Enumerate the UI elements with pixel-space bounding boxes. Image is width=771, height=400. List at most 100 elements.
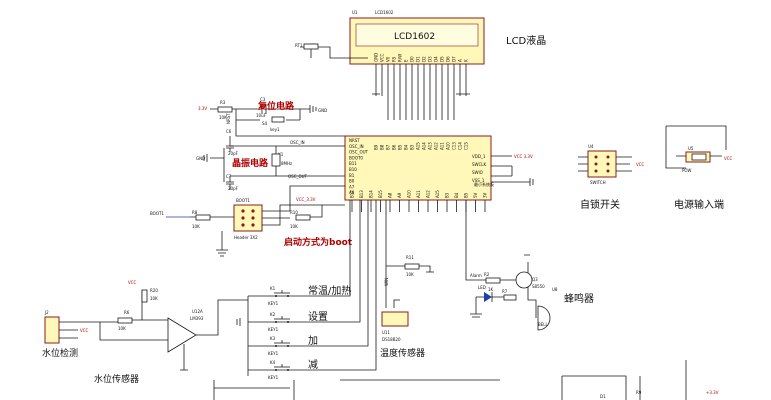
temp-r-ref: R11 — [406, 255, 414, 260]
keys-wires — [247, 200, 377, 376]
mcu-bottom-pin-label: A8 — [388, 192, 393, 198]
reset-r-ref: R3 — [220, 100, 226, 105]
lcd-name: LCD1602 — [394, 32, 435, 42]
mcu-top-pin-label: A15 — [416, 142, 421, 150]
water-r6-ref: R6 — [124, 310, 130, 315]
keys-gnd-symbol — [236, 318, 241, 326]
crystal-c2 — [226, 176, 234, 190]
mcu-bottom-pin-label: B3 — [445, 192, 450, 198]
power-jack-slot — [691, 153, 707, 161]
buzzer-q-part: S8550 — [532, 284, 545, 289]
temp-caption: 温度传感器 — [380, 347, 425, 359]
water-r20-value: 10K — [150, 296, 158, 301]
key-contact-right — [287, 345, 289, 347]
boot-header-pins — [241, 209, 255, 227]
bottom-right-ref1: D1 — [600, 394, 606, 399]
key-caption: 常温/加热 — [308, 284, 351, 297]
reset-c-ref: C3 — [260, 97, 266, 102]
boot-header-circuit: BOOT1 Header 3X2 BOOT1 R8 10K R10 10K VC… — [150, 185, 353, 257]
crystal-osc-out: OSC_OUT — [288, 174, 308, 179]
reset-r-value: 10K — [219, 115, 227, 120]
water-level-circuit: J2 VCC 水位检测 R6 10K VCC R20 10K U12A LM39… — [42, 280, 248, 385]
water-r20-ref: R20 — [150, 288, 158, 293]
key-contact-left — [275, 369, 277, 371]
water-caption-left: 水位检测 — [42, 347, 78, 359]
lcd-pin-label: R/W — [398, 54, 403, 62]
water-r20 — [141, 289, 148, 303]
mcu-left-pin-label: B11 — [349, 161, 357, 166]
water-vcc-left: VCC — [80, 328, 89, 333]
bottom-left-wires — [213, 379, 500, 400]
mcu-top-pin-label: C13 — [452, 142, 457, 150]
buzzer-resistor — [485, 277, 501, 284]
crystal-gnd-label: GND — [196, 156, 205, 161]
rt1-ref: RT1 — [295, 43, 303, 48]
lcd-pin-label: D4 — [434, 56, 439, 62]
temp-u-ref: U11 — [382, 330, 390, 335]
power-wires — [665, 125, 727, 169]
crystal-gnd-wire — [203, 148, 225, 182]
buzzer-wires — [465, 200, 537, 318]
mcu-right-pin-label: VDD_1 — [472, 154, 486, 159]
reset-gnd-label: GND — [318, 108, 327, 113]
lcd-pin-label: GND — [374, 53, 379, 62]
buzzer-net: Alarm — [470, 273, 482, 278]
mcu-right-pin-label: SWIO — [472, 170, 483, 175]
temp-r-value: 10K — [406, 272, 414, 277]
crystal-wires — [230, 145, 345, 177]
mcu-top-pin-label: B6 — [392, 144, 397, 150]
lcd-pin-label: D3 — [428, 56, 433, 62]
lcd-pin-label: D5 — [440, 56, 445, 62]
switch-wires — [578, 156, 632, 172]
mcu-top-pin-label: B8 — [380, 144, 385, 150]
buzzer-u-ref: U8 — [552, 287, 558, 292]
mcu-top-pin-label: B3 — [410, 144, 415, 150]
mcu-sub-note: 最小系统板 — [474, 181, 494, 187]
crystal-c1 — [226, 136, 234, 152]
bottom-right-ref2: R9 — [636, 390, 642, 395]
lcd-pin-label: V0 — [386, 56, 391, 62]
mcu-top-pin-label: A12 — [434, 142, 439, 150]
key-name: KEY1 — [268, 301, 279, 306]
mcu-top-pin-label: B7 — [386, 144, 391, 150]
mcu-left-pin-label: OSC_OUT — [349, 150, 369, 155]
reset-supply: 3.3V — [198, 106, 207, 111]
buzzer-r7 — [503, 294, 517, 301]
temp-resistor — [404, 263, 420, 270]
key-ref: K4 — [270, 360, 276, 365]
mcu-right-pin-label: SWCLK — [472, 162, 487, 167]
buzzer-circuit: Alarm R2 1K Q3 S8550 U8 BELL LED R7 蜂鸣器 — [465, 200, 594, 331]
mcu-bottom-pin-label: B15 — [378, 190, 383, 198]
lcd-pin-label: VCC — [380, 53, 385, 62]
boot-r10-value: 10K — [290, 224, 298, 229]
crystal-caption: 晶振电路 — [232, 157, 269, 169]
key-contact-left — [275, 345, 277, 347]
mcu-top-pin-label: A13 — [428, 142, 433, 150]
reset-switch-ref: S4 — [262, 121, 268, 126]
water-j-ref: J2 — [44, 310, 49, 315]
boot-r8 — [195, 214, 211, 221]
lcd-pin-label: D0 — [410, 56, 415, 62]
lcd-bus-wires — [372, 64, 470, 120]
mcu-top-pin-label: B5 — [398, 144, 403, 150]
lcd-pin-label: D6 — [446, 56, 451, 62]
boot-caption: 启动方式为boot — [284, 236, 353, 248]
lcd-pin-label: D2 — [422, 56, 427, 62]
buzzer-bell — [537, 305, 551, 331]
temp-u-part: DS18B20 — [382, 337, 401, 342]
mcu-bottom-pin-label: A9 — [397, 192, 402, 198]
bottom-right-partial: D1 R9 +3.3V — [213, 360, 719, 400]
reset-wires — [210, 104, 345, 137]
lcd-pin-label: A — [458, 59, 463, 62]
mcu-top-pin-label: A11 — [440, 142, 445, 150]
key-ref: K1 — [270, 286, 276, 291]
mcu-bottom-pin-label: 3V — [483, 192, 488, 198]
mcu-bottom-pin-label: B14 — [369, 190, 374, 198]
key-ref: K2 — [270, 312, 276, 317]
buzzer-u-part: BELL — [538, 322, 549, 327]
